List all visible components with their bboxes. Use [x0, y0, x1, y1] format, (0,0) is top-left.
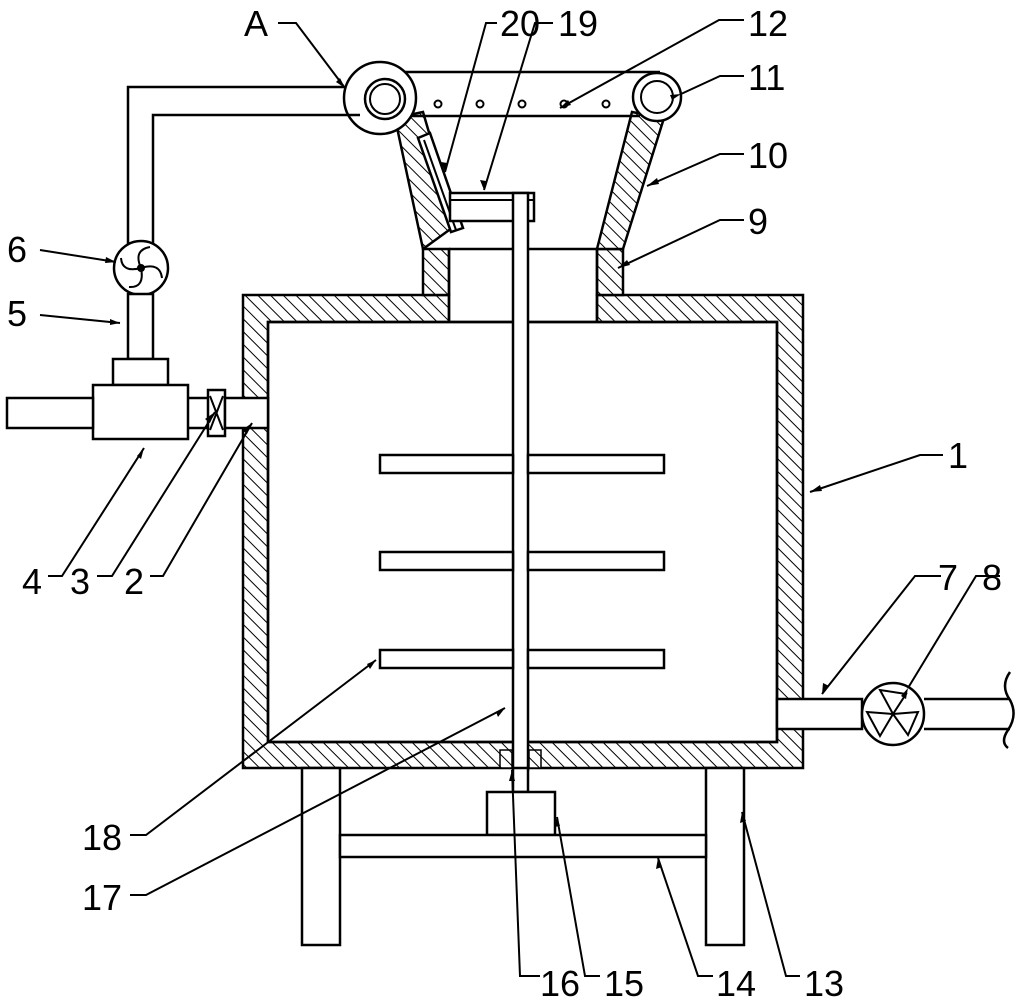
paddle [378, 453, 515, 475]
paddle [526, 550, 666, 572]
support-leg [300, 766, 342, 947]
paddle [378, 648, 515, 670]
cross-bar [338, 833, 708, 859]
label-5: 5 [7, 293, 27, 334]
label-12: 12 [748, 3, 788, 44]
label-a: A [244, 3, 268, 44]
fan-icon [120, 246, 163, 289]
label-10: 10 [748, 135, 788, 176]
label-19: 19 [558, 3, 598, 44]
pipe-break-line [1002, 671, 1015, 749]
riser-pipe [126, 292, 155, 361]
paddle [378, 550, 515, 572]
spray-nozzle [601, 99, 611, 109]
inlet-assembly [5, 85, 360, 441]
label-3: 3 [70, 561, 90, 602]
inlet-collar-right [595, 247, 625, 297]
part-labels: A 20 19 12 11 10 9 6 5 1 7 8 4 3 2 18 17… [7, 3, 1002, 1004]
label-7: 7 [938, 557, 958, 598]
intake-pipe [5, 396, 95, 430]
return-pipe-outer [126, 85, 344, 248]
label-16: 16 [540, 963, 580, 1004]
spray-nozzle [517, 99, 527, 109]
label-8: 8 [982, 557, 1002, 598]
paddle [526, 648, 666, 670]
label-20: 20 [500, 3, 540, 44]
leader-lines [39, 19, 1000, 977]
spray-nozzle [433, 99, 443, 109]
leader-arrowheads [105, 78, 908, 869]
label-13: 13 [804, 963, 844, 1004]
label-6: 6 [7, 229, 27, 270]
support-frame [300, 766, 746, 947]
label-17: 17 [82, 877, 122, 918]
outlet-assembly [775, 671, 1015, 749]
label-11: 11 [748, 57, 785, 98]
stirring-shaft [511, 191, 530, 772]
mixer-body [91, 383, 190, 441]
return-pipe-inner [151, 113, 360, 252]
stirring-paddles [378, 453, 666, 670]
outlet-pipe-7 [775, 697, 864, 731]
label-18: 18 [82, 817, 122, 858]
inlet-collar-left [421, 247, 451, 297]
label-14: 14 [716, 963, 756, 1004]
spray-pipe [380, 70, 660, 118]
inlet-pipe-2 [223, 396, 270, 430]
roller-11 [631, 71, 683, 123]
fan-icon [865, 688, 920, 739]
riser-flange [111, 357, 170, 387]
label-2: 2 [124, 561, 144, 602]
motor [485, 790, 557, 837]
pulley-a [342, 60, 418, 136]
spray-nozzle [475, 99, 485, 109]
paddle [526, 453, 666, 475]
label-15: 15 [604, 963, 644, 1004]
label-1: 1 [948, 435, 968, 476]
label-4: 4 [22, 561, 42, 602]
support-leg [704, 766, 746, 947]
label-9: 9 [748, 201, 768, 242]
